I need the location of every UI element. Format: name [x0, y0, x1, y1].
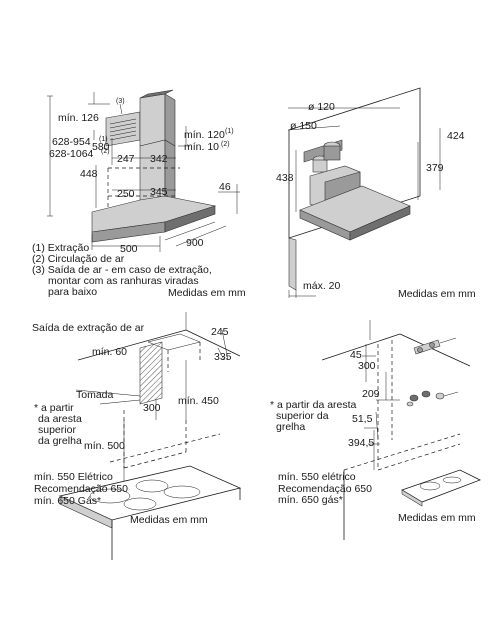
- dim-300: 300: [358, 360, 376, 372]
- dim-209: 209: [362, 388, 380, 400]
- dim-300: 300: [143, 402, 161, 414]
- dim-580: 580: [92, 141, 110, 153]
- dim-51-5: 51,5: [352, 413, 373, 425]
- label-range-extraction-ref: (1): [99, 136, 108, 143]
- clearance-line: Recomendação 650: [278, 483, 372, 495]
- clearance-line: mín. 650 Gás*: [34, 495, 101, 507]
- legend-item: para baixo: [48, 286, 97, 298]
- footnote: * a partir da aresta superior da grelha: [34, 402, 82, 447]
- footnote-line: * a partir da aresta: [270, 399, 357, 411]
- wall-plugs: [406, 390, 459, 407]
- dim-245: 245: [211, 326, 229, 338]
- dim-394-5: 394,5: [348, 437, 374, 449]
- legend-item: (2) Circulação de ar: [32, 253, 125, 265]
- footnote-line: superior: [38, 424, 76, 436]
- dim-45: 45: [350, 349, 362, 361]
- label-min-120-ref: (1): [225, 128, 234, 135]
- legend-item: montar com as ranhuras viradas: [48, 275, 199, 287]
- label-min-10-ref: (2): [221, 141, 230, 148]
- dim-500: 500: [120, 243, 138, 255]
- footnote-line: * a partir: [34, 402, 74, 414]
- label-socket: Tomada: [76, 389, 114, 401]
- units-note: Medidas em mm: [130, 514, 208, 526]
- label-min-450: mín. 450: [178, 395, 219, 407]
- clearance-line: mín. 650 gás*: [278, 494, 343, 506]
- dim-diameter-150: ø 150: [290, 120, 317, 132]
- panel-installation-fixings: 45 300 * a partir da aresta superior da …: [270, 320, 481, 540]
- footnote-line: grelha: [276, 421, 305, 433]
- legend-item: (3) Saída de ar - em caso de extração,: [32, 264, 212, 276]
- clearance-line: Recomendação 650: [34, 483, 128, 495]
- dim-424: 424: [447, 130, 465, 142]
- cooktop-clearance: mín. 550 elétrico Recomendação 650 mín. …: [278, 471, 372, 506]
- clearance-line: mín. 550 elétrico: [278, 471, 356, 483]
- footnote-line: superior da: [276, 410, 329, 422]
- legend-item: (1) Extração: [32, 242, 89, 254]
- footnote-line: da grelha: [38, 435, 82, 447]
- clearance-line: mín. 550 Elétrico: [34, 471, 113, 483]
- label-min-60: mín. 60: [92, 346, 127, 358]
- dim-900: 900: [186, 237, 204, 249]
- dim-438: 438: [276, 172, 294, 184]
- upper-chimney: [139, 89, 176, 147]
- label-min-500: mín. 500: [84, 440, 125, 452]
- cooktop: [343, 469, 481, 540]
- dim-342: 342: [150, 153, 168, 165]
- label-range-recirculation-ref: (2): [101, 148, 110, 155]
- label-range-recirculation: 628-1064: [49, 148, 94, 160]
- label-range-extraction: 628-954: [52, 136, 91, 148]
- dim-345: 345: [150, 186, 168, 198]
- footnote-line: da aresta: [38, 413, 82, 425]
- dim-46: 46: [219, 181, 231, 193]
- wall-edge: [288, 237, 297, 291]
- panel-hood-side-view: ø 120 ø 150 424 379 438 máx. 20 Medidas …: [276, 87, 476, 300]
- cooktop-clearance: mín. 550 Elétrico Recomendação 650 mín. …: [34, 471, 128, 507]
- dim-335: 335: [214, 351, 232, 363]
- label-min-126: mín. 126: [58, 112, 99, 124]
- dim-448: 448: [80, 168, 98, 180]
- cooktop: [58, 465, 242, 560]
- units-note: Medidas em mm: [398, 512, 476, 524]
- dim-250: 250: [117, 188, 135, 200]
- hood-canopy: [91, 195, 217, 243]
- label-min-120: mín. 120: [184, 129, 225, 141]
- socket-area: [139, 341, 163, 405]
- label-min-10: mín. 10: [184, 141, 219, 153]
- legend: (1) Extração (2) Circulação de ar (3) Sa…: [32, 242, 212, 298]
- footnote: * a partir da aresta superior da grelha: [270, 399, 357, 433]
- dim-379: 379: [426, 162, 444, 174]
- label-air-outlet: Saída de extração de ar: [32, 322, 145, 334]
- label-max-20: máx. 20: [303, 280, 341, 292]
- units-note: Medidas em mm: [398, 288, 476, 300]
- panel-installation-extraction: Saída de extração de ar 245 mín. 60 335 …: [32, 312, 242, 560]
- dim-247: 247: [117, 153, 135, 165]
- panel-hood-dimensions: (3) mín. 126 628-954 (1) 628-1064 (2) 58…: [32, 89, 246, 299]
- label-ref-3: (3): [116, 98, 125, 105]
- units-note: Medidas em mm: [168, 287, 246, 299]
- dim-diameter-120: ø 120: [308, 101, 335, 113]
- upper-bracket: [413, 337, 457, 355]
